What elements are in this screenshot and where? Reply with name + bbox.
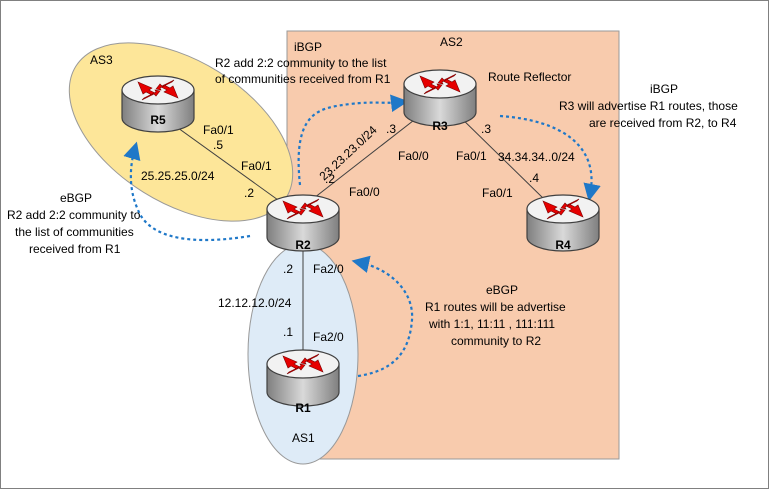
router-r4-label: R4 bbox=[555, 238, 571, 252]
r5-address-label: .5 bbox=[213, 138, 223, 152]
ibgp-left-annotation: iBGP R2 add 2:2 community to the list of… bbox=[215, 40, 391, 86]
ibgp-right-annotation: iBGP R3 will advertise R1 routes, those … bbox=[559, 82, 738, 130]
r2-address-to-r1: .2 bbox=[283, 262, 293, 276]
subnet-r2-r5-label: 25.25.25.0/24 bbox=[141, 169, 215, 183]
annotation-line: the list of communities bbox=[15, 225, 134, 239]
r2-fa00-label: Fa0/0 bbox=[349, 185, 380, 199]
link-r5-r2 bbox=[159, 114, 286, 206]
as1-label: AS1 bbox=[292, 431, 315, 445]
router-r3[interactable]: R3 bbox=[403, 69, 477, 133]
annotation-line: R2 add 2:2 community to the list bbox=[215, 56, 387, 70]
r1-address-label: .1 bbox=[283, 325, 293, 339]
router-r1-label: R1 bbox=[295, 401, 311, 415]
annotation-line: of communities received from R1 bbox=[215, 72, 391, 86]
subnet-r1-r2-label: 12.12.12.0/24 bbox=[218, 296, 292, 310]
link-r3-r4 bbox=[454, 111, 546, 201]
ebgp-bottom-annotation: eBGP R1 routes will be advertise with 1:… bbox=[425, 283, 566, 348]
annotation-line: are received from R2, to R4 bbox=[589, 116, 737, 130]
router-r2-label: R2 bbox=[295, 238, 311, 252]
ibgp-arrow-r3-to-r4 bbox=[499, 114, 601, 202]
annotation-title: iBGP bbox=[294, 40, 322, 54]
r2-fa01-label: Fa0/1 bbox=[241, 159, 272, 173]
router-r5[interactable]: R5 bbox=[121, 75, 195, 133]
r4-address-label: .4 bbox=[529, 171, 539, 185]
r3-address-to-r4: .3 bbox=[481, 122, 491, 136]
r1-interface-label: Fa2/0 bbox=[313, 330, 344, 344]
router-icon bbox=[266, 349, 340, 407]
annotation-title: eBGP bbox=[60, 191, 92, 205]
r5-interface-label: Fa0/1 bbox=[203, 123, 234, 137]
annotation-line: R2 add 2:2 community to bbox=[7, 208, 141, 222]
link-r2-r3 bbox=[304, 109, 428, 206]
annotation-line: with 1:1, 11:11 , 111:111 bbox=[428, 317, 555, 331]
router-r2[interactable]: R2 bbox=[266, 194, 340, 252]
annotation-line: community to R2 bbox=[451, 334, 541, 348]
route-reflector-label: Route Reflector bbox=[488, 70, 571, 84]
annotation-line: received from R1 bbox=[29, 242, 121, 256]
r2-fa20-label: Fa2/0 bbox=[313, 262, 344, 276]
r3-address-to-r2: .3 bbox=[386, 122, 396, 136]
r3-fa00-label: Fa0/0 bbox=[398, 149, 429, 163]
annotation-title: eBGP bbox=[486, 283, 518, 297]
router-r5-label: R5 bbox=[150, 113, 166, 127]
annotation-title: iBGP bbox=[650, 82, 678, 96]
ebgp-left-annotation: eBGP R2 add 2:2 community to the list of… bbox=[7, 191, 141, 256]
router-icon bbox=[403, 69, 477, 127]
annotation-line: R1 routes will be advertise bbox=[425, 300, 566, 314]
r2-address-to-r5: .2 bbox=[244, 186, 254, 200]
r3-fa01-label: Fa0/1 bbox=[456, 149, 487, 163]
ebgp-arrow-r1-to-r2 bbox=[351, 255, 414, 378]
router-r3-label: R3 bbox=[432, 119, 448, 133]
r4-interface-label: Fa0/1 bbox=[482, 186, 513, 200]
r2-address-to-r3: .2 bbox=[325, 172, 335, 186]
router-r1[interactable]: R1 bbox=[266, 349, 340, 415]
router-r4[interactable]: R4 bbox=[526, 194, 600, 252]
ibgp-arrow-r2-to-r3 bbox=[297, 94, 409, 186]
subnet-r3-r4-label: 34.34.34..0/24 bbox=[498, 150, 575, 164]
as3-label: AS3 bbox=[90, 53, 113, 67]
annotation-line: R3 will advertise R1 routes, those bbox=[559, 99, 738, 113]
as2-label: AS2 bbox=[440, 35, 463, 49]
